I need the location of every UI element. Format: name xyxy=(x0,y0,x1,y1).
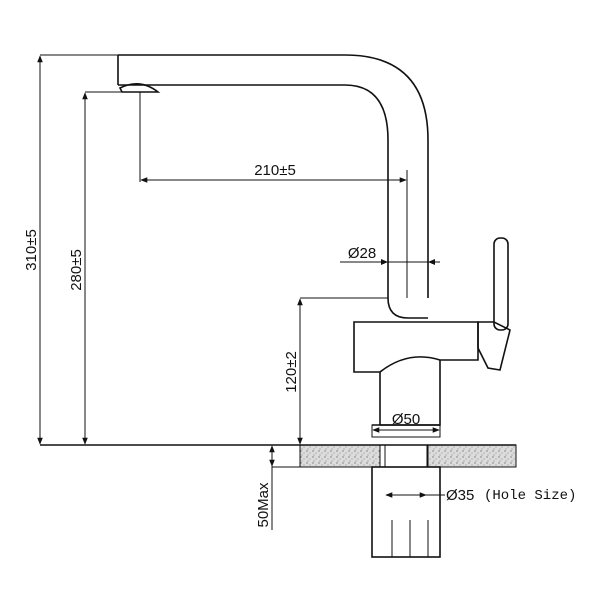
label-spout-height: 280±5 xyxy=(68,249,85,291)
dim-total-height: 310±5 xyxy=(23,54,118,445)
label-max-deck: 50Max xyxy=(255,482,272,528)
countertop xyxy=(40,444,517,468)
faucet-spout xyxy=(117,54,429,298)
dim-hole-diameter: Ø35 (Hole Size) xyxy=(385,487,576,504)
label-hole-diameter: Ø35 xyxy=(446,487,474,504)
label-base-diameter: Ø50 xyxy=(392,411,420,428)
dim-reach: 210±5 xyxy=(139,92,408,298)
dim-tube-diameter: Ø28 xyxy=(340,245,440,265)
label-reach: 210±5 xyxy=(254,162,296,179)
label-lever-height: 120±2 xyxy=(283,351,300,393)
faucet-body xyxy=(353,297,479,438)
dim-lever-height: 120±2 xyxy=(283,297,388,445)
dim-spout-height: 280±5 xyxy=(68,91,125,445)
dim-base-diameter: Ø50 xyxy=(372,411,440,433)
lever-handle xyxy=(477,237,511,371)
dim-max-deck: 50Max xyxy=(255,445,372,530)
shank xyxy=(371,444,441,558)
label-hole-note: (Hole Size) xyxy=(484,488,576,504)
label-total-height: 310±5 xyxy=(23,229,40,271)
label-tube-diameter: Ø28 xyxy=(348,245,376,262)
